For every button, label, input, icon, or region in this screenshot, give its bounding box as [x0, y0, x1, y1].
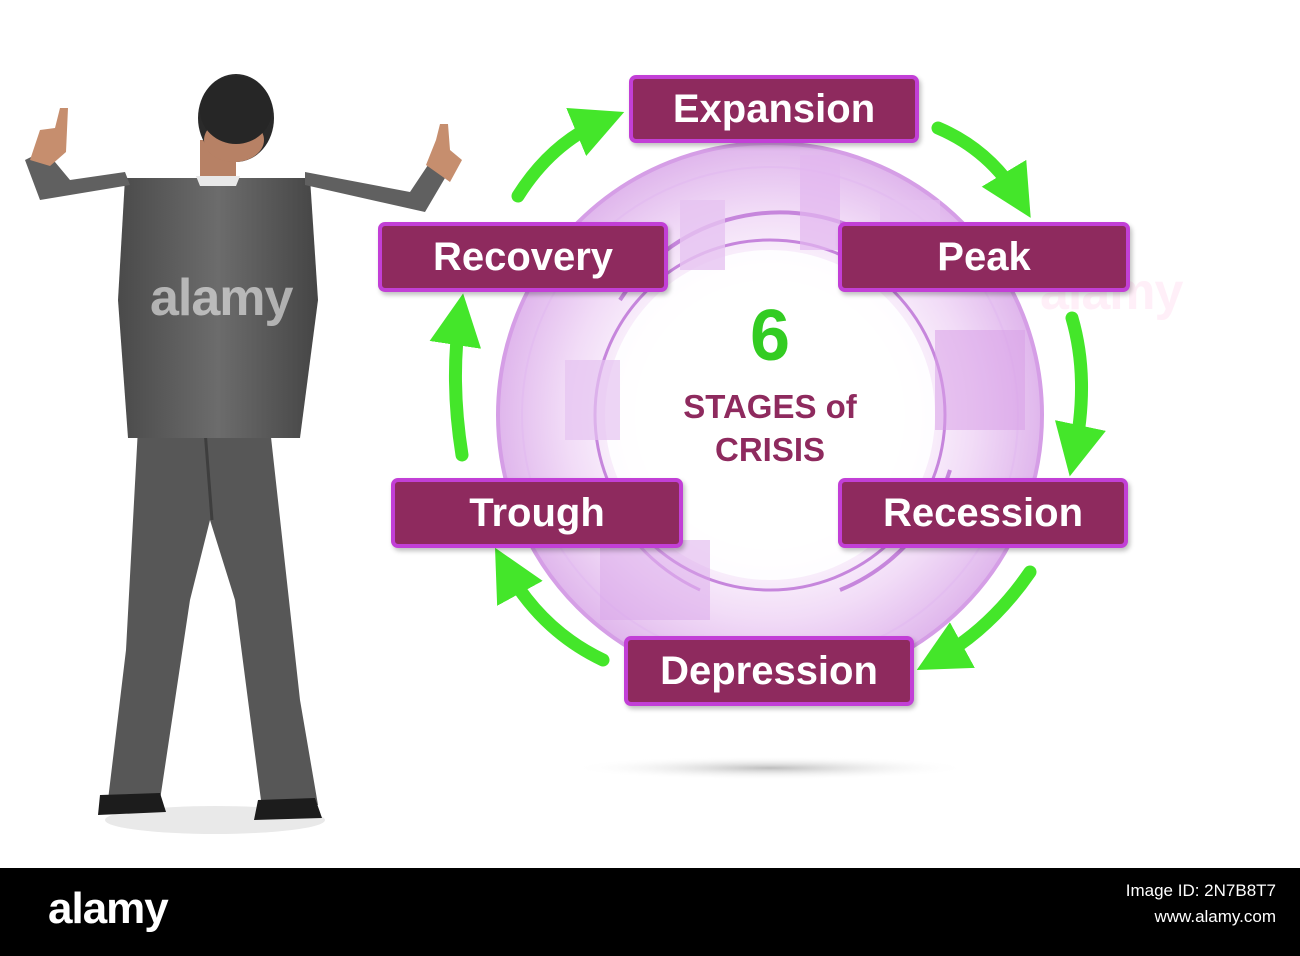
businessman-figure	[25, 74, 462, 834]
stage-recession: Recession	[838, 478, 1128, 548]
image-id-info: Image ID: 2N7B8T7 www.alamy.com	[1126, 878, 1276, 929]
center-title-line1: STAGES of	[683, 388, 857, 425]
site-url: www.alamy.com	[1154, 906, 1276, 926]
watermark-text: alamy	[150, 269, 293, 327]
alamy-logo: alamy	[48, 884, 169, 933]
center-title-line2: CRISIS	[714, 430, 826, 468]
photo-scene: alamy alamy Expansion Peak Recession Dep…	[25, 74, 1184, 834]
floor-shadow	[570, 756, 970, 780]
stage-depression: Depression	[624, 636, 914, 706]
footer-bar: alamy Image ID: 2N7B8T7 www.alamy.com	[0, 868, 1300, 956]
stage-recovery: Recovery	[378, 222, 668, 292]
center-number: 6	[749, 296, 791, 376]
center-title: STAGES of CRISIS	[640, 386, 900, 472]
image-id: Image ID: 2N7B8T7	[1125, 881, 1276, 900]
stage-peak: Peak	[838, 222, 1130, 292]
cycle-arrows	[429, 107, 1106, 670]
stage-trough: Trough	[391, 478, 683, 548]
stage-expansion: Expansion	[629, 75, 919, 143]
